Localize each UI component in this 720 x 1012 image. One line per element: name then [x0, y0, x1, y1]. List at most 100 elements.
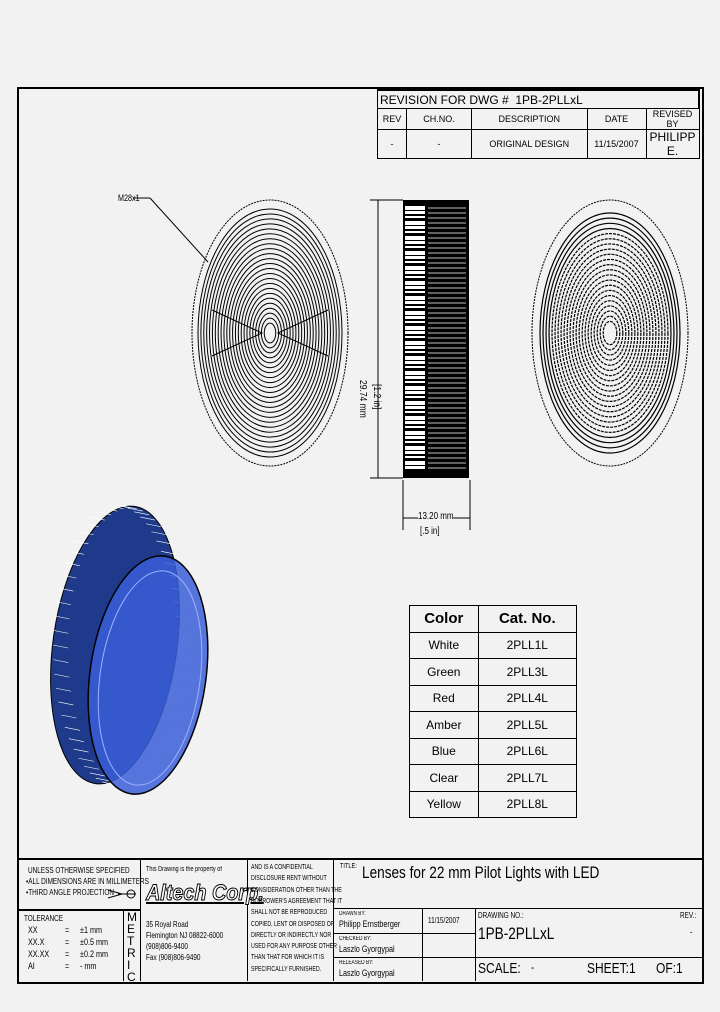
- ring: [587, 294, 633, 372]
- description-value: ORIGINAL DESIGN: [471, 129, 588, 159]
- knurl: [78, 757, 94, 762]
- ring: [243, 287, 297, 379]
- metric-letter: C: [127, 970, 136, 984]
- confidential-line: COPIED, LENT OR DISPOSED OF: [251, 920, 335, 928]
- groove: [405, 401, 425, 405]
- knurl: [55, 687, 72, 692]
- knurl: [58, 587, 74, 592]
- revised-by-value: PHILIPP E.: [645, 129, 700, 159]
- company-logo: Altech Corp.: [146, 880, 265, 906]
- groove: [405, 306, 425, 308]
- tolerance-label: TOLERANCE: [24, 914, 64, 923]
- ring: [599, 315, 621, 351]
- property-note: This Drawing is the property of: [146, 866, 222, 873]
- groove: [405, 391, 425, 394]
- groove: [405, 426, 425, 428]
- knurl: [64, 726, 80, 731]
- ring: [602, 320, 618, 346]
- groove: [405, 461, 425, 465]
- confidential-line: CONSIDERATION OTHER THAN THE: [251, 886, 342, 894]
- front-view: [191, 199, 349, 467]
- lens-facet: [211, 309, 329, 357]
- confidential-line: DISCLOSURE RENT WITHOUT: [251, 875, 327, 883]
- groove: [405, 456, 425, 458]
- ring: [255, 307, 285, 359]
- checked-by: Laszlo Gyorgypal: [339, 944, 395, 954]
- ring: [566, 258, 654, 408]
- confidential-line: SHALL NOT BE REPRODUCED: [251, 909, 328, 917]
- color-cell: Amber: [409, 711, 479, 739]
- sheet-border: [17, 87, 704, 984]
- cat-no-cell: 2PLL1L: [477, 631, 578, 659]
- knurl: [53, 659, 69, 663]
- groove: [405, 356, 425, 360]
- ring: [214, 238, 326, 428]
- knurl: [151, 531, 167, 536]
- lens-face: [87, 555, 209, 795]
- sheet-number: SHEET:1: [587, 960, 636, 977]
- cat-no-cell: 2PLL5L: [477, 711, 578, 739]
- revision-title: REVISION FOR DWG #: [380, 92, 509, 107]
- metric-letter: T: [127, 934, 135, 948]
- ring: [240, 282, 300, 384]
- ring: [203, 218, 337, 448]
- ring: [226, 258, 314, 408]
- metric-letter: E: [127, 922, 136, 936]
- groove: [405, 301, 425, 304]
- height-dimension-in: [1.2 in]: [371, 384, 382, 410]
- knurl: [61, 714, 77, 719]
- address-line: 35 Royal Road: [146, 920, 189, 929]
- groove: [405, 381, 425, 383]
- groove: [405, 256, 425, 259]
- groove: [405, 296, 425, 300]
- groove: [405, 236, 425, 240]
- ring: [209, 228, 331, 438]
- groove: [405, 326, 425, 330]
- knurl: [95, 511, 111, 516]
- ring: [229, 263, 311, 403]
- groove: [405, 386, 425, 390]
- ring: [200, 213, 340, 453]
- groove: [405, 251, 425, 255]
- knurl: [108, 505, 124, 510]
- width-dimension: 13.20 mm: [418, 511, 454, 522]
- groove: [405, 366, 425, 368]
- checked-by-label: CHECKED BY:: [339, 936, 372, 942]
- tolerance-name: XX: [28, 925, 38, 935]
- drawn-by-label: DRAWN BY:: [339, 911, 366, 917]
- knurl: [78, 531, 94, 536]
- color-cell: Green: [409, 658, 479, 686]
- color-cell: White: [409, 631, 479, 659]
- groove: [405, 451, 425, 454]
- ring: [237, 277, 303, 389]
- tolerance-name: XX.X: [28, 937, 45, 947]
- ring: [554, 238, 666, 428]
- drawing-no: 1PB-2PLLxL: [478, 924, 555, 943]
- ring: [572, 269, 648, 397]
- confidential-line: THAN THAT FOR WHICH IT IS: [251, 954, 325, 962]
- groove: [405, 341, 425, 345]
- drawn-date: 11/15/2007: [428, 916, 460, 925]
- metric-letter: I: [127, 958, 131, 972]
- knurl: [83, 523, 100, 528]
- groove: [405, 376, 425, 379]
- ring: [593, 305, 627, 361]
- ring: [252, 302, 288, 364]
- groove: [405, 261, 425, 263]
- groove: [405, 321, 425, 323]
- groove: [405, 416, 425, 420]
- groove: [405, 291, 425, 293]
- knurl: [134, 511, 150, 516]
- knurl: [114, 504, 131, 509]
- groove: [405, 436, 425, 439]
- ring: [581, 284, 639, 382]
- drawing-title: Lenses for 22 mm Pilot Lights with LED: [362, 863, 600, 882]
- color-cell: Red: [409, 684, 479, 712]
